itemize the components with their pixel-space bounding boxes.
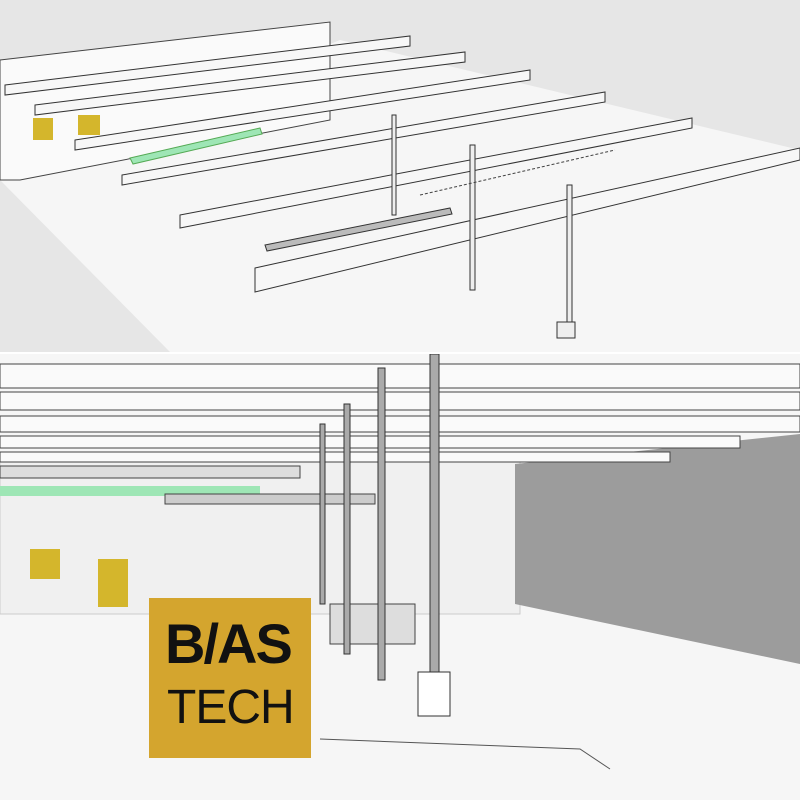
logo-line-2: TECH: [167, 681, 295, 734]
column: [566, 184, 573, 326]
divider: [0, 352, 800, 354]
column-base: [417, 671, 451, 717]
cable-tray: [419, 149, 616, 196]
beam: [0, 465, 301, 479]
side-wall: [515, 434, 800, 664]
column: [319, 423, 326, 605]
pipe: [264, 207, 453, 252]
top-scene: [0, 0, 800, 352]
beam: [254, 147, 800, 293]
electrical-panel: [30, 549, 60, 579]
electrical-panel: [98, 559, 128, 607]
floor-line: [319, 738, 611, 770]
beam: [179, 117, 693, 229]
beam: [0, 435, 741, 449]
column: [429, 354, 440, 675]
bottom-render-view: [0, 354, 800, 800]
beam: [0, 415, 800, 433]
beam: [121, 91, 606, 186]
column: [377, 367, 386, 681]
column: [343, 403, 351, 655]
pipe: [164, 493, 376, 505]
beam: [34, 51, 466, 116]
equipment: [329, 603, 416, 645]
column: [391, 114, 397, 216]
beam: [0, 451, 671, 463]
duct: [129, 127, 263, 165]
logo-line-1: B/AS: [165, 612, 293, 675]
beam: [0, 391, 800, 411]
electrical-panel: [78, 115, 100, 135]
bottom-scene: [0, 354, 800, 800]
beam: [4, 35, 411, 96]
duct: [0, 486, 260, 496]
column: [469, 144, 476, 291]
beam: [0, 363, 800, 389]
top-render-view: [0, 0, 800, 352]
beam: [74, 69, 531, 151]
bas-tech-logo: B/AS TECH: [149, 598, 311, 758]
column-base: [556, 321, 576, 339]
electrical-panel: [33, 118, 53, 140]
